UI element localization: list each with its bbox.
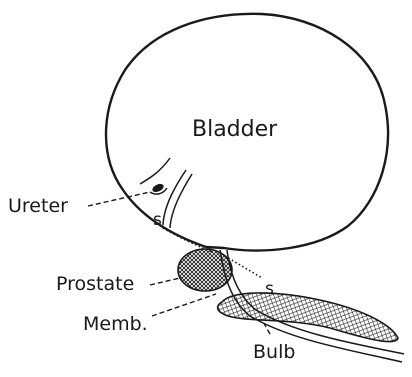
prostate-leader (150, 278, 180, 285)
bulb-leader (262, 320, 270, 334)
prostate-label: Prostate (56, 273, 134, 295)
bulb-shape (218, 293, 398, 342)
bladder-label: Bladder (192, 117, 278, 142)
bulb-label: Bulb (253, 341, 295, 363)
membranous-label: Memb. (83, 313, 148, 335)
ureter-label: Ureter (8, 195, 68, 217)
memb-leader (152, 294, 216, 316)
sphincter-label-right: s (265, 279, 274, 299)
ureter-leader (88, 192, 150, 206)
sphincter-label-left: s (153, 210, 162, 230)
